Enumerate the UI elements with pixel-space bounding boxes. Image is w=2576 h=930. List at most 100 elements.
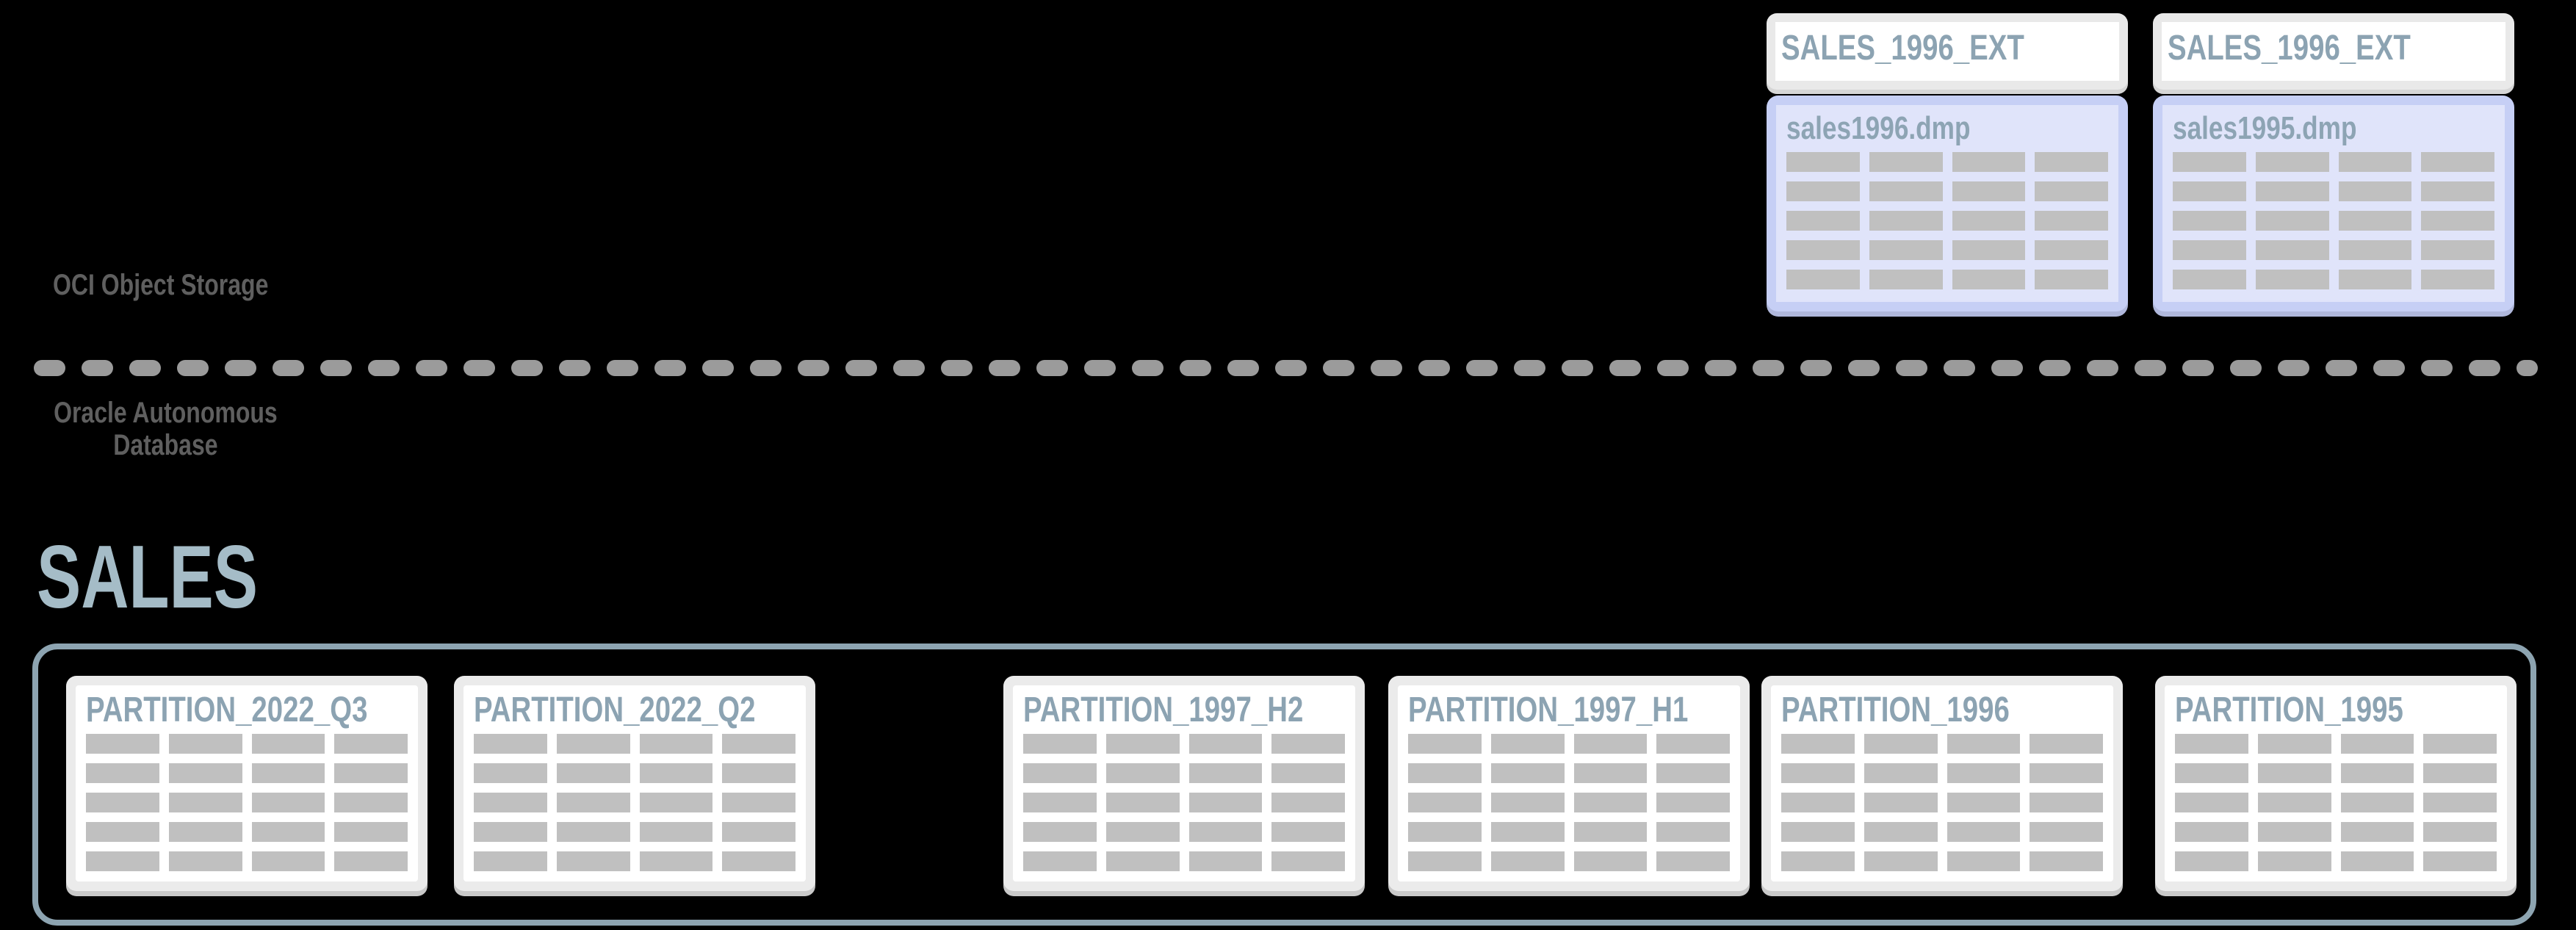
table-cell bbox=[1869, 181, 1943, 201]
partition-card-1996: PARTITION_1996 bbox=[1761, 676, 2123, 891]
table-cell-grid bbox=[1408, 734, 1730, 871]
dump-file-name: sales1995.dmp bbox=[2173, 110, 2357, 146]
table-cell bbox=[168, 763, 242, 783]
table-cell-grid bbox=[1786, 152, 2108, 289]
table-cell bbox=[556, 851, 630, 871]
table-cell bbox=[86, 822, 159, 842]
table-cell bbox=[2030, 793, 2103, 812]
table-cell bbox=[1188, 793, 1263, 812]
table-cell bbox=[2340, 763, 2414, 783]
table-cell bbox=[1271, 763, 1345, 783]
sales-table-title: SALES bbox=[37, 527, 258, 627]
table-cell bbox=[2340, 851, 2414, 871]
table-cell bbox=[1490, 822, 1565, 842]
table-cell-grid bbox=[86, 734, 408, 871]
table-cell bbox=[639, 822, 713, 842]
table-cell bbox=[251, 851, 325, 871]
table-cell bbox=[2035, 240, 2108, 260]
table-cell bbox=[556, 822, 630, 842]
table-cell bbox=[1490, 851, 1565, 871]
table-cell bbox=[2421, 211, 2494, 231]
oracle-autonomous-database-label: Oracle Autonomous Database bbox=[22, 397, 309, 461]
dump-file-table: sales1995.dmp bbox=[2153, 95, 2514, 311]
table-cell bbox=[1188, 734, 1263, 754]
table-cell bbox=[2173, 270, 2246, 289]
table-cell bbox=[639, 763, 713, 783]
table-cell bbox=[1781, 793, 1855, 812]
table-cell bbox=[2340, 793, 2414, 812]
table-cell bbox=[334, 851, 408, 871]
table-cell-grid bbox=[1781, 734, 2103, 871]
table-cell bbox=[2338, 270, 2412, 289]
partition-title: PARTITION_2022_Q3 bbox=[86, 691, 368, 729]
external-table-title: SALES_1996_EXT bbox=[2168, 29, 2411, 68]
partition-title: PARTITION_1995 bbox=[2175, 691, 2403, 729]
partition-card-inner: PARTITION_1997_H1 bbox=[1398, 685, 1740, 882]
table-cell bbox=[2423, 763, 2497, 783]
table-cell bbox=[2340, 734, 2414, 754]
table-cell bbox=[1947, 734, 2021, 754]
table-cell bbox=[2030, 734, 2103, 754]
table-cell bbox=[1105, 734, 1180, 754]
table-cell bbox=[556, 793, 630, 812]
table-cell bbox=[1105, 822, 1180, 842]
table-cell bbox=[1573, 734, 1648, 754]
table-cell bbox=[1573, 851, 1648, 871]
table-cell-grid bbox=[474, 734, 795, 871]
partition-card-inner: PARTITION_1995 bbox=[2165, 685, 2507, 882]
table-cell bbox=[168, 851, 242, 871]
table-cell bbox=[1947, 822, 2021, 842]
table-cell bbox=[2340, 822, 2414, 842]
table-cell bbox=[1023, 793, 1097, 812]
external-table-header-inner: SALES_1996_EXT bbox=[1775, 22, 2119, 81]
table-cell bbox=[1952, 211, 2026, 231]
table-cell bbox=[334, 822, 408, 842]
table-cell bbox=[2035, 270, 2108, 289]
external-table-sales-1995: SALES_1996_EXT sales1995.dmp bbox=[2153, 13, 2514, 311]
table-cell bbox=[2423, 793, 2497, 812]
table-cell bbox=[1947, 763, 2021, 783]
table-cell bbox=[251, 734, 325, 754]
table-cell bbox=[334, 763, 408, 783]
partition-card-inner: PARTITION_2022_Q3 bbox=[76, 685, 418, 882]
table-cell bbox=[1573, 822, 1648, 842]
table-cell bbox=[722, 763, 795, 783]
partition-title: PARTITION_1997_H1 bbox=[1408, 691, 1689, 729]
table-cell bbox=[2423, 734, 2497, 754]
table-cell bbox=[1656, 822, 1730, 842]
table-cell bbox=[2173, 211, 2246, 231]
table-cell bbox=[1105, 851, 1180, 871]
partition-card-1995: PARTITION_1995 bbox=[2155, 676, 2517, 891]
table-cell bbox=[1188, 763, 1263, 783]
table-cell bbox=[474, 793, 547, 812]
table-cell bbox=[1271, 793, 1345, 812]
table-cell bbox=[1656, 851, 1730, 871]
table-cell bbox=[2257, 763, 2331, 783]
table-cell bbox=[2338, 152, 2412, 172]
table-cell bbox=[1947, 851, 2021, 871]
table-cell bbox=[1408, 851, 1482, 871]
partition-card-2022-q3: PARTITION_2022_Q3 bbox=[66, 676, 427, 891]
table-cell bbox=[1023, 763, 1097, 783]
table-cell bbox=[639, 851, 713, 871]
table-cell bbox=[1656, 734, 1730, 754]
table-cell bbox=[1408, 763, 1482, 783]
table-cell bbox=[168, 793, 242, 812]
table-cell bbox=[1781, 763, 1855, 783]
table-cell bbox=[1573, 793, 1648, 812]
table-cell bbox=[2255, 211, 2329, 231]
external-table-header-inner: SALES_1996_EXT bbox=[2162, 22, 2505, 81]
table-cell bbox=[1656, 763, 1730, 783]
table-cell bbox=[1188, 822, 1263, 842]
table-cell bbox=[1188, 851, 1263, 871]
dump-file-table-inner: sales1995.dmp bbox=[2162, 105, 2505, 302]
table-cell bbox=[1490, 793, 1565, 812]
table-cell-grid bbox=[2175, 734, 2497, 871]
table-cell bbox=[1271, 822, 1345, 842]
table-cell-grid bbox=[1023, 734, 1345, 871]
table-cell bbox=[251, 793, 325, 812]
table-cell bbox=[722, 734, 795, 754]
dump-file-name: sales1996.dmp bbox=[1786, 110, 1971, 146]
table-cell bbox=[1869, 270, 1943, 289]
table-cell bbox=[2035, 181, 2108, 201]
